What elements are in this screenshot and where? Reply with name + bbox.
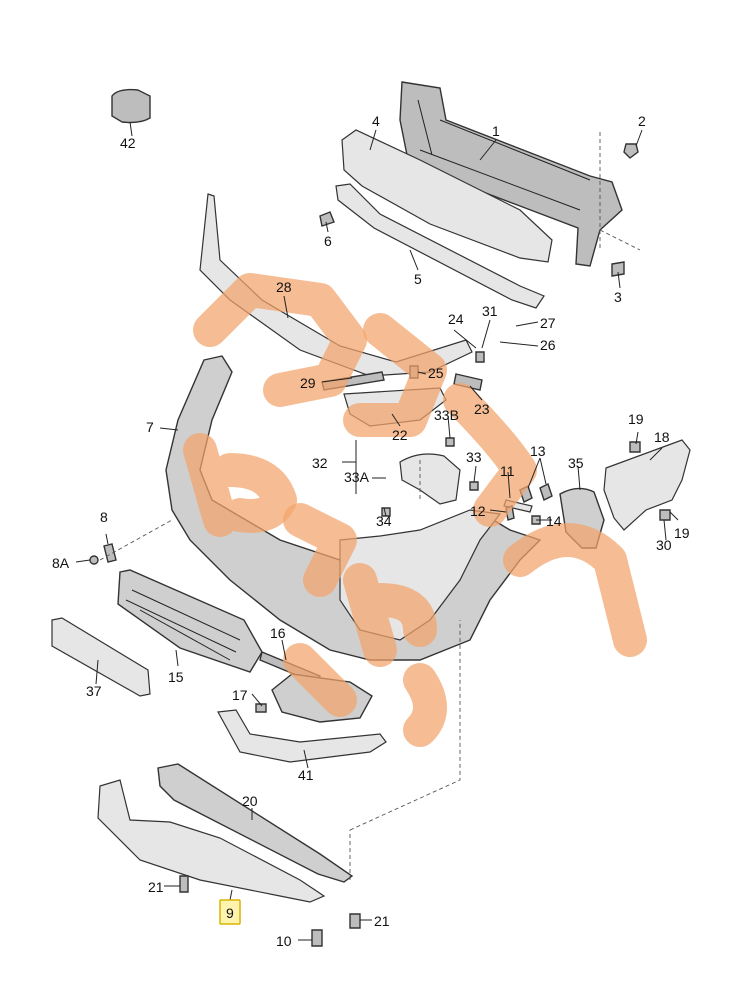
callout-18: 18 bbox=[654, 429, 670, 445]
callout-6: 6 bbox=[324, 233, 332, 249]
callout-13: 13 bbox=[530, 443, 546, 459]
callout-33a: 33A bbox=[344, 469, 370, 485]
callout-42: 42 bbox=[120, 135, 136, 151]
callout-5: 5 bbox=[414, 271, 422, 287]
callout-8a: 8A bbox=[52, 555, 70, 571]
callout-33: 33 bbox=[466, 449, 482, 465]
callout-2: 2 bbox=[638, 113, 646, 129]
callout-20: 20 bbox=[242, 793, 258, 809]
part-4-absorber bbox=[341, 129, 553, 263]
callout-23: 23 bbox=[474, 401, 490, 417]
part-32-bracket bbox=[399, 453, 461, 505]
callout-leaders bbox=[75, 121, 679, 941]
callout-19-bottom: 19 bbox=[674, 525, 690, 541]
callout-26: 26 bbox=[540, 337, 556, 353]
callout-4: 4 bbox=[372, 113, 380, 129]
callout-7: 7 bbox=[146, 419, 154, 435]
part-5-strip bbox=[335, 183, 545, 309]
callout-30: 30 bbox=[656, 537, 672, 553]
callout-labels: 42 1 2 4 6 5 3 28 24 31 27 26 25 29 23 2… bbox=[52, 113, 690, 949]
callout-19-top: 19 bbox=[628, 411, 644, 427]
fastener-group bbox=[179, 143, 671, 947]
part-9-lower-panel bbox=[97, 779, 326, 903]
watermark-logo bbox=[183, 273, 647, 747]
part-8-clip bbox=[103, 543, 117, 563]
callout-24: 24 bbox=[448, 311, 464, 327]
callout-21-right: 21 bbox=[374, 913, 390, 929]
callout-22: 22 bbox=[392, 427, 408, 443]
callout-16: 16 bbox=[270, 625, 286, 641]
callout-32: 32 bbox=[312, 455, 328, 471]
callout-27: 27 bbox=[540, 315, 556, 331]
callout-9-highlight bbox=[219, 899, 241, 925]
callout-3: 3 bbox=[614, 289, 622, 305]
assembly-lines bbox=[99, 132, 641, 880]
callout-31: 31 bbox=[482, 303, 498, 319]
callout-9: 9 bbox=[226, 905, 234, 921]
part-37-plate-bracket bbox=[51, 617, 151, 697]
callout-8: 8 bbox=[100, 509, 108, 525]
callout-12: 12 bbox=[470, 503, 486, 519]
part-23-clip bbox=[453, 373, 483, 391]
callout-33b: 33B bbox=[434, 407, 459, 423]
callout-10: 10 bbox=[276, 933, 292, 949]
part-42-cap bbox=[111, 88, 151, 124]
part-20-lower-spoiler bbox=[157, 763, 354, 883]
callout-29: 29 bbox=[300, 375, 316, 391]
callout-35: 35 bbox=[568, 455, 584, 471]
part-8a-nut bbox=[89, 555, 99, 565]
callout-17: 17 bbox=[232, 687, 248, 703]
callout-37: 37 bbox=[86, 683, 102, 699]
part-18-side-bracket bbox=[603, 439, 691, 531]
callout-14: 14 bbox=[546, 513, 562, 529]
callout-11: 11 bbox=[500, 463, 515, 479]
part-41-lower-trim bbox=[217, 709, 387, 763]
callout-41: 41 bbox=[298, 767, 314, 783]
callout-28: 28 bbox=[276, 279, 292, 295]
callout-21-left: 21 bbox=[148, 879, 164, 895]
callout-1: 1 bbox=[492, 123, 500, 139]
part-15-grille bbox=[117, 569, 263, 673]
callout-25: 25 bbox=[428, 365, 444, 381]
callout-34: 34 bbox=[376, 513, 392, 529]
callout-15: 15 bbox=[168, 669, 184, 685]
